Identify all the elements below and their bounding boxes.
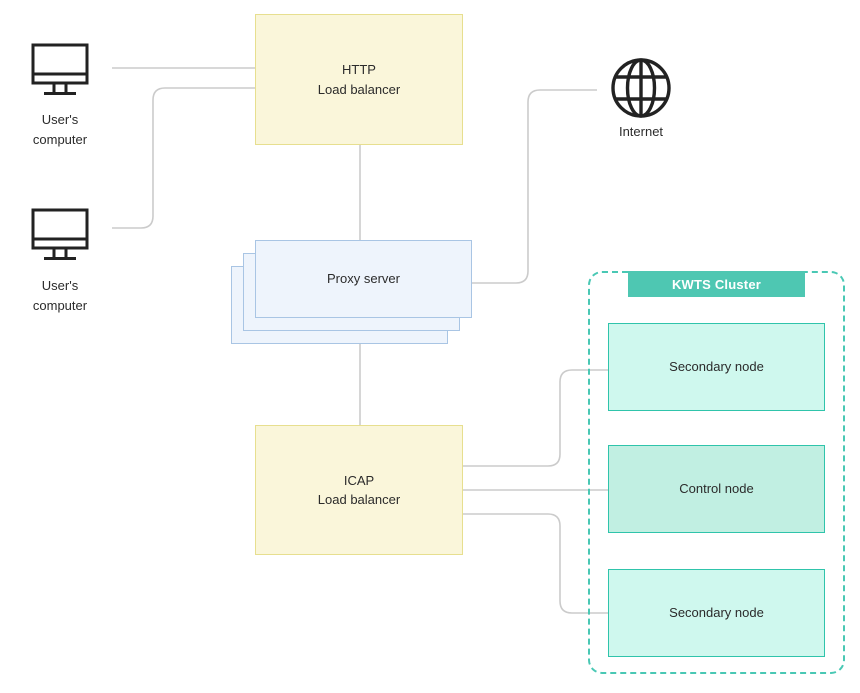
label-line: User's bbox=[41, 112, 79, 127]
internet-label: Internet bbox=[586, 122, 696, 142]
label-line: Internet bbox=[618, 124, 664, 139]
secondary-node-label: Secondary node bbox=[669, 359, 764, 375]
label-line: computer bbox=[32, 132, 88, 148]
icap-lb-label: Load balancer bbox=[317, 492, 401, 507]
user-computer-1-label: User's computer bbox=[5, 110, 115, 150]
icap-load-balancer-box: ICAP Load balancer bbox=[255, 425, 463, 555]
label-line: User's bbox=[41, 278, 79, 293]
kwts-cluster-header: KWTS Cluster bbox=[628, 271, 805, 297]
control-node-label: Control node bbox=[679, 481, 754, 497]
control-node-box: Control node bbox=[608, 445, 825, 533]
globe-icon bbox=[611, 58, 671, 118]
http-load-balancer-box: HTTP Load balancer bbox=[255, 14, 463, 145]
http-lb-label: HTTP bbox=[342, 62, 376, 77]
wire-proxy-internet bbox=[471, 89, 597, 284]
monitor-icon bbox=[31, 43, 89, 95]
wire-icaplb-secondary-bottom bbox=[463, 513, 608, 614]
label-line: computer bbox=[32, 298, 88, 314]
wire-computer2-httplb bbox=[112, 87, 255, 229]
monitor-icon bbox=[31, 208, 89, 260]
user-computer-2-label: User's computer bbox=[5, 276, 115, 316]
wire-icaplb-secondary-top bbox=[463, 369, 608, 467]
proxy-server-label: Proxy server bbox=[327, 271, 400, 287]
kwts-cluster-label: KWTS Cluster bbox=[671, 276, 762, 292]
secondary-node-top-box: Secondary node bbox=[608, 323, 825, 411]
proxy-server-box: Proxy server bbox=[255, 240, 472, 318]
secondary-node-label: Secondary node bbox=[669, 605, 764, 621]
http-lb-label: Load balancer bbox=[317, 81, 401, 97]
secondary-node-bottom-box: Secondary node bbox=[608, 569, 825, 657]
icap-lb-label: ICAP bbox=[343, 472, 375, 488]
